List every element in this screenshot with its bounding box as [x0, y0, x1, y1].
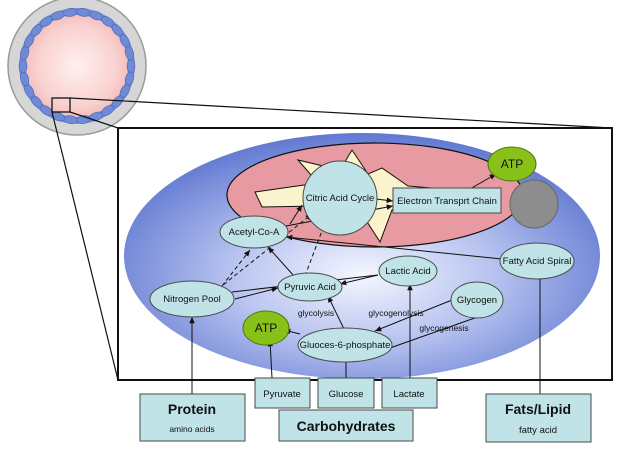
node-glycogen: Glycogen — [450, 281, 504, 319]
grey-organelle — [509, 179, 559, 229]
fats-lipid-subtitle: fatty acid — [519, 425, 557, 436]
atp-top-label: ATP — [501, 157, 523, 171]
protein-subtitle: amino acids — [169, 424, 214, 434]
source-protein: Protein amino acids — [139, 393, 246, 442]
fatty-acid-spiral-label: Fatty Acid Spiral — [503, 256, 572, 267]
glycogenesis-label: glycogenesis — [419, 323, 468, 333]
zoom-lines — [51, 97, 613, 381]
glycogen-label: Glycogen — [457, 295, 497, 306]
glucose-6-phosphate-label: Gluoces-6-phosphate — [300, 340, 391, 351]
source-carbohydrates: Carbohydrates — [278, 409, 414, 442]
source-glucose: Glucose — [317, 377, 375, 409]
electron-transport-chain-label: Electron Transprt Chain — [397, 196, 497, 207]
node-fatty-acid-spiral: Fatty Acid Spiral — [499, 242, 575, 280]
node-lactic-acid: Lactic Acid — [378, 255, 438, 287]
glycogenolysis-label: glycogenolysis — [368, 308, 423, 318]
carbohydrates-label: Carbohydrates — [297, 418, 396, 434]
lactic-acid-label: Lactic Acid — [385, 266, 430, 277]
node-atp-bottom: ATP — [242, 310, 290, 346]
source-fats-lipid: Fats/Lipid fatty acid — [485, 393, 592, 443]
node-glucose-6-phosphate: Gluoces-6-phosphate — [297, 327, 393, 363]
cell-bead — [18, 58, 28, 74]
cell-bead — [126, 58, 136, 74]
cell-overview-icon — [7, 0, 147, 136]
source-pyruvate: Pyruvate — [254, 377, 311, 409]
cell-bead — [124, 45, 134, 61]
pyruvic-acid-label: Pyruvic Acid — [284, 282, 336, 293]
glycolysis-label: glycolysis — [298, 308, 334, 318]
zoom-region-marker — [51, 97, 71, 113]
node-atp-top: ATP — [487, 146, 537, 182]
protein-title: Protein — [168, 401, 216, 417]
fats-lipid-title: Fats/Lipid — [505, 401, 571, 417]
node-citric-acid-cycle: Citric Acid Cycle — [302, 160, 378, 236]
nitrogen-pool-label: Nitrogen Pool — [163, 294, 221, 305]
source-lactate: Lactate — [381, 377, 438, 409]
node-electron-transport-chain: Electron Transprt Chain — [392, 187, 502, 214]
node-nitrogen-pool: Nitrogen Pool — [149, 280, 235, 318]
citric-acid-cycle-label: Citric Acid Cycle — [306, 193, 375, 204]
glucose-label: Glucose — [329, 389, 364, 400]
pyruvate-label: Pyruvate — [263, 389, 301, 400]
atp-bottom-label: ATP — [255, 321, 277, 335]
cell-wall-beads — [18, 8, 136, 124]
lactate-label: Lactate — [393, 389, 424, 400]
node-acetyl-coa: Acetyl-Co-A — [219, 215, 289, 249]
acetyl-coa-label: Acetyl-Co-A — [229, 227, 280, 238]
node-pyruvic-acid: Pyruvic Acid — [277, 272, 343, 302]
